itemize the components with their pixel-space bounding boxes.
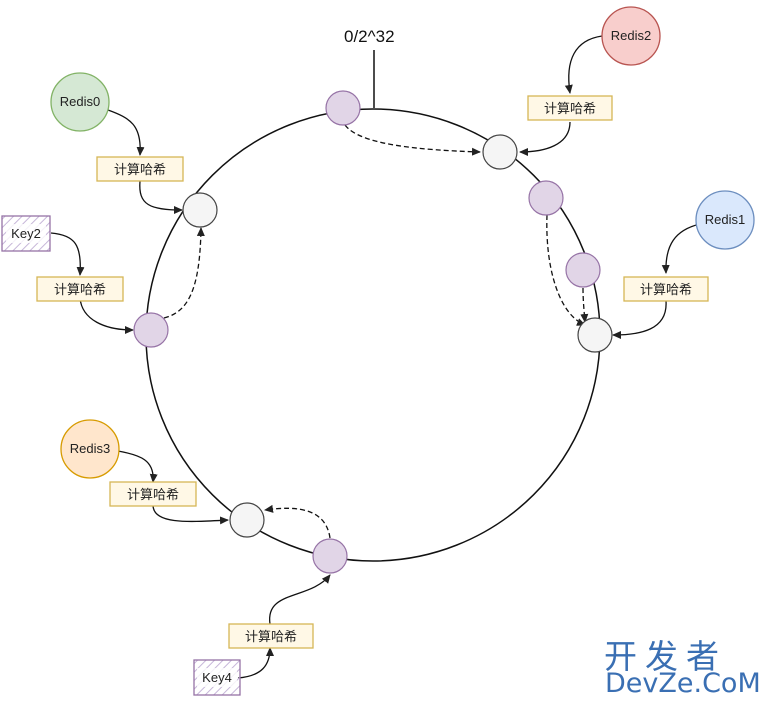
hash-box-redis3: 计算哈希 <box>109 481 197 507</box>
server-node-redis1-label: Redis1 <box>705 212 745 227</box>
redis2-hash-to-ring-connector <box>519 121 571 156</box>
key2-dashed-mapping <box>163 227 205 319</box>
key2-hash-to-ring-connector <box>79 297 134 334</box>
key4-to-hash-connector <box>237 647 274 679</box>
ring-key-point-right-upper <box>528 180 564 216</box>
redis3-hash-to-ring-connector <box>152 504 229 525</box>
hash-ring <box>145 108 601 562</box>
hash-box-redis2-label: 计算哈希 <box>544 101 596 116</box>
hash-box-redis1: 计算哈希 <box>623 276 709 302</box>
server-node-redis0-label: Redis0 <box>60 94 100 109</box>
ring-key-point-key2 <box>133 312 169 348</box>
key4-dashed-mapping <box>264 504 331 539</box>
right-key2-dashed-mapping <box>580 287 589 323</box>
key-box-key2-label: Key2 <box>11 226 41 241</box>
key4-hash-to-ring-connector <box>269 574 331 625</box>
ring-server-point-redis3 <box>229 502 265 538</box>
server-node-redis2: Redis2 <box>601 6 661 66</box>
ring-server-point-redis2 <box>482 134 518 170</box>
right-key1-dashed-mapping <box>546 214 586 326</box>
hash-box-key2-label: 计算哈希 <box>54 282 106 297</box>
hash-box-key4-label: 计算哈希 <box>245 629 297 644</box>
redis2-to-hash-connector <box>564 35 603 94</box>
ring-server-point-redis1 <box>577 317 613 353</box>
key2-to-hash-connector <box>50 232 85 276</box>
hash-box-redis3-label: 计算哈希 <box>127 487 179 502</box>
redis3-to-hash-connector <box>117 450 158 483</box>
hash-box-redis1-label: 计算哈希 <box>640 282 692 297</box>
redis0-to-hash-connector <box>107 109 145 156</box>
server-node-redis2-label: Redis2 <box>611 28 651 43</box>
redis0-hash-to-ring-connector <box>139 180 183 214</box>
hash-box-redis2: 计算哈希 <box>527 95 613 121</box>
hash-box-redis0-label: 计算哈希 <box>114 162 166 177</box>
watermark: 开发者 DevZe.CoM <box>604 637 761 699</box>
hash-box-redis0: 计算哈希 <box>96 156 184 182</box>
server-node-redis3: Redis3 <box>60 419 120 479</box>
server-node-redis1: Redis1 <box>695 190 755 250</box>
hash-box-key4: 计算哈希 <box>228 623 314 649</box>
hash-box-key2: 计算哈希 <box>36 276 124 302</box>
top-key-dashed-mapping <box>344 124 481 156</box>
ring-top-label: 0/2^32 <box>344 27 395 46</box>
ring-key-point-right-lower <box>565 252 601 288</box>
watermark-line2: DevZe.CoM <box>605 668 761 699</box>
ring-server-point-redis0 <box>182 192 218 228</box>
ring-key-point-top <box>325 90 361 126</box>
redis1-to-hash-connector <box>661 223 701 274</box>
key-box-key4: Key4 <box>193 659 241 696</box>
watermark-line1: 开发者 <box>604 637 727 676</box>
key-box-key2: Key2 <box>1 215 51 252</box>
redis1-hash-to-ring-connector <box>612 300 667 339</box>
server-node-redis3-label: Redis3 <box>70 441 110 456</box>
key-box-key4-label: Key4 <box>202 670 232 685</box>
server-node-redis0: Redis0 <box>50 72 110 132</box>
ring-key-point-key4 <box>312 538 348 574</box>
